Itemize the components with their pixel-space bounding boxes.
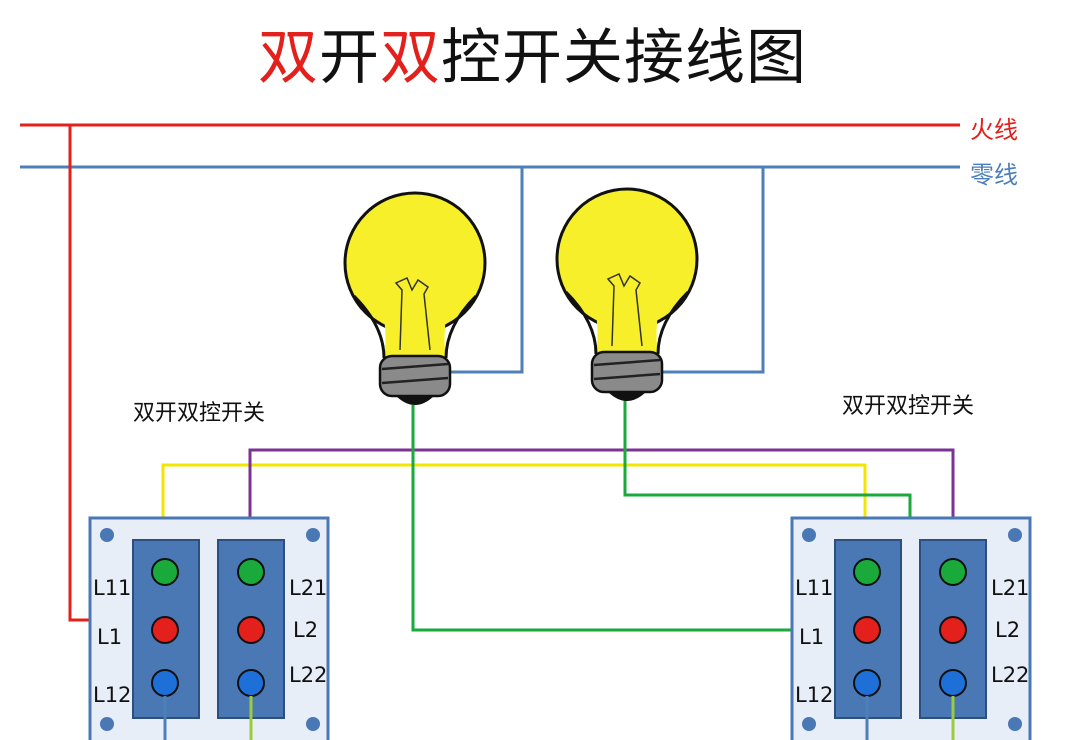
live-wire-label: 火线: [970, 116, 1018, 144]
diagram-title: 双开双控开关接线图: [0, 28, 1065, 88]
terminal-l1: [151, 616, 179, 644]
terminal-l22: [237, 669, 265, 697]
neutral-to-lamp-1: [425, 167, 524, 374]
mounting-screw: [1008, 717, 1022, 731]
terminal-l1: [853, 616, 881, 644]
left-label-l11: L11: [93, 576, 132, 600]
mounting-screw: [1008, 528, 1022, 542]
right-label-l1: L1: [799, 625, 825, 649]
terminal-l12: [151, 669, 179, 697]
light-bulb-2: [555, 187, 699, 401]
terminal-l12: [853, 669, 881, 697]
neutral-wire-label: 零线: [970, 161, 1018, 189]
mounting-screw: [802, 717, 816, 731]
title-char-1: 双: [258, 23, 319, 93]
right-switch-caption: 双开双控开关: [842, 394, 975, 419]
neutral-to-lamp-2: [640, 167, 765, 374]
left-label-l2: L2: [293, 618, 319, 642]
right-label-l22: L22: [991, 663, 1030, 687]
terminal-l22: [939, 669, 967, 697]
mounting-screw: [306, 528, 320, 542]
left-switch-caption: 双开双控开关: [133, 401, 266, 426]
terminal-l11: [853, 558, 881, 586]
mounting-screw: [100, 528, 114, 542]
right-label-l12: L12: [795, 683, 834, 707]
right-label-l21: L21: [991, 576, 1030, 600]
left-switch-plate: [88, 516, 330, 740]
title-char-3: 双: [380, 23, 441, 93]
terminal-l2: [939, 616, 967, 644]
left-label-l12: L12: [93, 683, 132, 707]
left-label-l1: L1: [97, 625, 123, 649]
left-label-l21: L21: [289, 576, 328, 600]
mounting-screw: [306, 717, 320, 731]
lamp-1-feed: [411, 405, 868, 632]
terminal-l21: [237, 558, 265, 586]
title-rest: 控开关接线图: [441, 23, 807, 93]
right-label-l2: L2: [995, 618, 1021, 642]
mounting-screw: [802, 528, 816, 542]
left-label-l22: L22: [289, 663, 328, 687]
right-label-l11: L11: [795, 576, 834, 600]
terminal-l11: [151, 558, 179, 586]
terminal-l2: [237, 616, 265, 644]
mounting-screw: [100, 717, 114, 731]
terminal-l21: [939, 558, 967, 586]
purple-traveller: [248, 448, 955, 572]
light-bulb-1: [343, 191, 487, 405]
title-char-2: 开: [319, 23, 380, 93]
